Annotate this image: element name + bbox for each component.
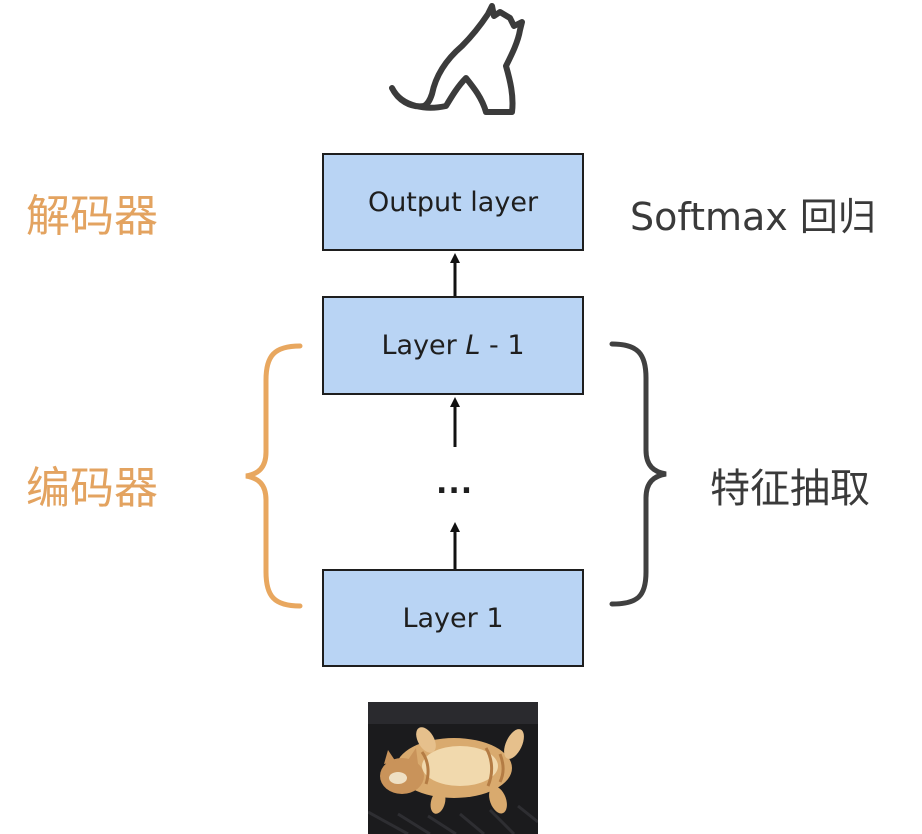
feature-extraction-label: 特征抽取 <box>710 466 870 512</box>
cat-photo <box>368 702 538 834</box>
output-layer-box: Output layer <box>322 153 584 251</box>
layer-l-minus-1-prefix: Layer <box>381 330 466 361</box>
layer-1-label: Layer 1 <box>402 602 504 634</box>
layer-l-variable: L <box>465 330 481 361</box>
layer-l-minus-1-box: Layer L - 1 <box>322 296 584 395</box>
softmax-regression-label: Softmax 回归 <box>630 195 876 239</box>
ellipsis: ... <box>436 466 474 501</box>
feature-extraction-brace <box>609 341 667 607</box>
layer-l-minus-1-suffix: - 1 <box>480 330 525 361</box>
layer-l-minus-1-label: Layer L - 1 <box>381 330 524 361</box>
cat-photo-illustration <box>368 702 538 834</box>
encoder-label: 编码器 <box>26 463 158 514</box>
layer-1-box: Layer 1 <box>322 569 584 667</box>
decoder-label: 解码器 <box>26 191 158 242</box>
output-layer-label: Output layer <box>367 186 539 218</box>
cat-silhouette-icon <box>389 3 525 115</box>
encoder-brace <box>245 343 303 609</box>
